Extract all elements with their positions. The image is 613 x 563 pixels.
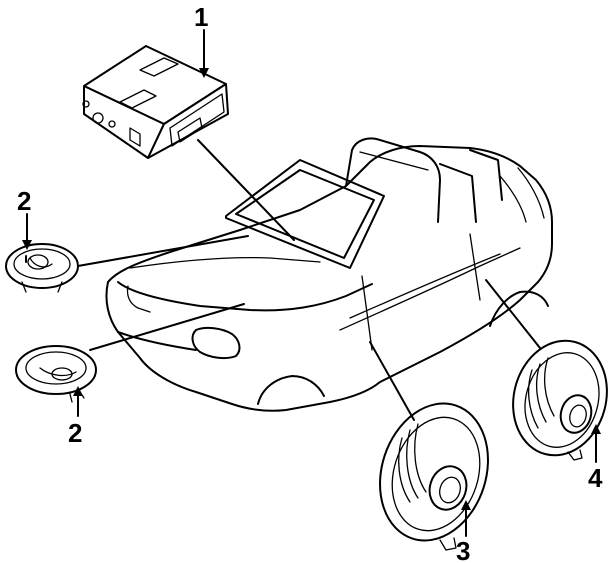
callout-1: 1 [194,2,208,32]
callout-3: 3 [456,536,470,563]
radio-receiver [82,45,229,159]
arrowhead-4 [591,424,601,434]
arrowhead-1 [199,68,209,78]
roll-bar [345,137,503,223]
leader-door-speaker [369,341,415,421]
leader-radio [197,139,295,241]
arrowhead-3 [461,500,471,510]
callout-2-left: 2 [17,186,31,216]
dash-speaker-left [5,243,79,293]
leader-speaker-left [77,235,249,267]
arrowhead-2a [22,240,32,250]
windshield-frame [225,159,385,269]
callout-4: 4 [588,463,603,493]
dash-speaker-right [15,345,97,403]
car-outline [105,145,553,412]
door-speaker [379,402,489,551]
callout-2-right: 2 [68,418,82,448]
leader-rear-speaker [485,279,541,349]
leader-speaker-right [89,303,245,351]
rear-speaker [512,339,608,461]
arrowhead-2b [73,386,83,396]
